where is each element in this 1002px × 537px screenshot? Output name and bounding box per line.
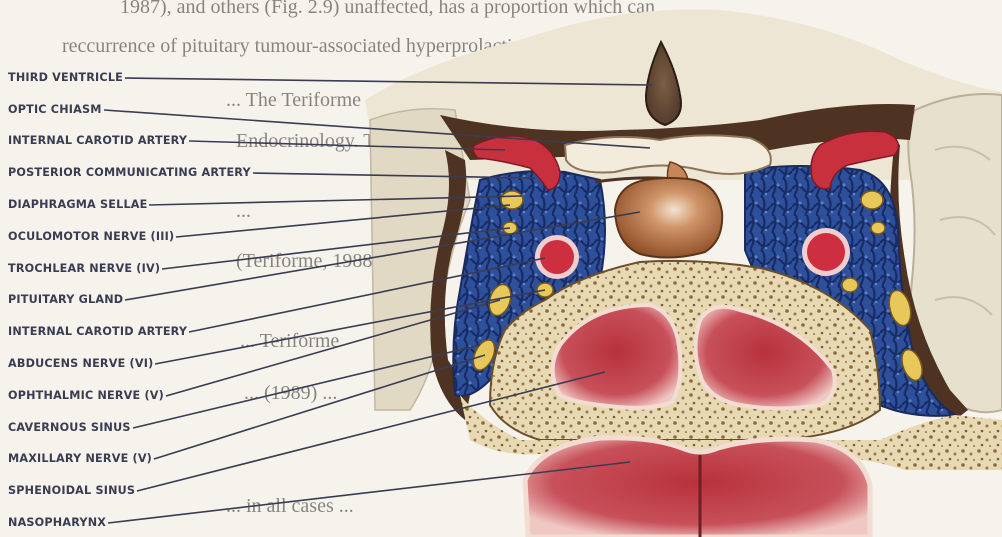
label-nasopharynx: NASOPHARYNX — [8, 516, 106, 530]
label-cavernous-sinus: CAVERNOUS SINUS — [8, 421, 131, 435]
label-optic-chiasm: OPTIC CHIASM — [8, 103, 102, 117]
label-internal-carotid-artery-upper: INTERNAL CAROTID ARTERY — [8, 134, 187, 148]
leader-line — [162, 228, 510, 269]
label-posterior-communicating-artery: POSTERIOR COMMUNICATING ARTERY — [8, 166, 251, 180]
leader-line — [133, 345, 480, 428]
label-maxillary-nerve: MAXILLARY NERVE (V) — [8, 452, 152, 466]
nasopharynx — [525, 438, 870, 537]
label-sphenoidal-sinus: SPHENOIDAL SINUS — [8, 484, 135, 498]
pituitary-gland — [615, 178, 722, 258]
label-oculomotor-nerve: OCULOMOTOR NERVE (III) — [8, 230, 174, 244]
label-diaphragma-sellae: DIAPHRAGMA SELLAE — [8, 198, 147, 212]
label-third-ventricle: THIRD VENTRICLE — [8, 71, 123, 85]
label-ophthalmic-nerve: OPHTHALMIC NERVE (V) — [8, 389, 164, 403]
label-trochlear-nerve: TROCHLEAR NERVE (IV) — [8, 262, 160, 276]
label-internal-carotid-artery-lower: INTERNAL CAROTID ARTERY — [8, 325, 187, 339]
leader-line — [154, 355, 485, 459]
label-abducens-nerve: ABDUCENS NERVE (VI) — [8, 357, 153, 371]
label-pituitary-gland: PITUITARY GLAND — [8, 293, 123, 307]
